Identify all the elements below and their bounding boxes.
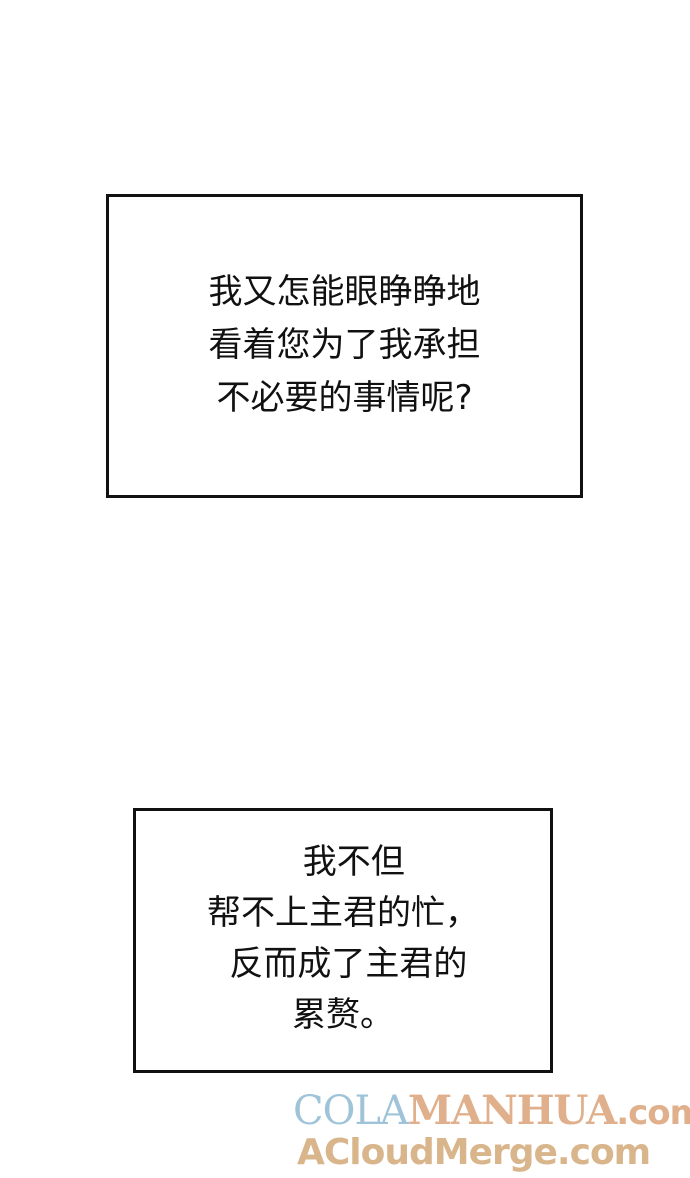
watermark-cola: COLA bbox=[293, 1088, 409, 1134]
speech-text-bottom: 我不但 帮不上主君的忙， 反而成了主君的 累赘。 bbox=[207, 837, 479, 1041]
speech-line: 不必要的事情呢? bbox=[216, 377, 473, 418]
speech-line: 看着您为了我承担 bbox=[208, 324, 481, 365]
watermark-manhua: MANHUA bbox=[407, 1087, 617, 1134]
speech-line: 帮不上主君的忙， bbox=[207, 892, 479, 933]
speech-line: 我又怎能眼睁睁地 bbox=[208, 271, 481, 312]
watermark-line-2: ACloudMerge.com bbox=[297, 1132, 651, 1173]
site-watermark: COLAMANHUA.com ACloudMerge.com bbox=[293, 1088, 690, 1176]
speech-box-top: 我又怎能眼睁睁地 看着您为了我承担 不必要的事情呢? bbox=[106, 194, 583, 498]
speech-box-bottom: 我不但 帮不上主君的忙， 反而成了主君的 累赘。 bbox=[133, 808, 553, 1073]
watermark-line-1: COLAMANHUA.com bbox=[293, 1088, 690, 1136]
watermark-com: .com bbox=[616, 1093, 690, 1133]
speech-line: 反而成了主君的 bbox=[218, 943, 468, 984]
speech-line: 累赘。 bbox=[292, 994, 394, 1035]
speech-text-top: 我又怎能眼睁睁地 看着您为了我承担 不必要的事情呢? bbox=[209, 266, 481, 425]
speech-line: 我不但 bbox=[281, 841, 405, 882]
